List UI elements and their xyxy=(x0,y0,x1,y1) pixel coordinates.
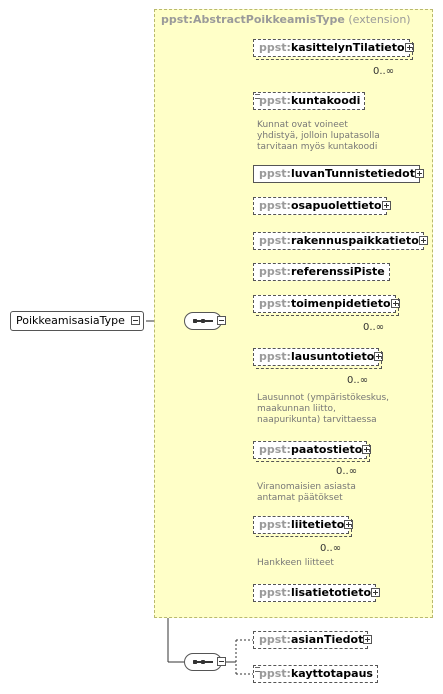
element-luvanTunnistetiedot[interactable]: ppst:luvanTunnistetiedot xyxy=(253,165,424,183)
collapse-icon[interactable] xyxy=(217,316,226,325)
element-kasittelynTilatieto[interactable]: ppst:kasittelynTilatieto xyxy=(253,39,414,60)
expand-icon[interactable] xyxy=(344,520,354,529)
expand-icon[interactable] xyxy=(414,169,424,178)
extension-name: AbstractPoikkeamisType xyxy=(192,13,345,26)
extension-prefix: ppst: xyxy=(161,13,193,26)
annotation-liitetieto: Hankkeen liitteet xyxy=(257,558,334,568)
multiplicity-label: 0..∞ xyxy=(347,375,369,386)
multiplicity-label: 0..∞ xyxy=(363,322,385,333)
root-element[interactable]: PoikkeamisasiaType xyxy=(10,311,144,331)
element-paatostieto[interactable]: ppst:paatostieto xyxy=(253,441,372,462)
element-lisatietotieto[interactable]: ppst:lisatietotieto xyxy=(253,584,381,602)
collapse-icon[interactable] xyxy=(217,657,226,666)
expand-icon[interactable] xyxy=(371,588,381,597)
expand-icon[interactable] xyxy=(363,635,373,644)
element-liitetieto[interactable]: ppst:liitetieto xyxy=(253,516,354,537)
sequence-compositor[interactable] xyxy=(184,312,226,330)
documentation-icon xyxy=(255,94,260,99)
expand-icon[interactable] xyxy=(418,236,428,245)
annotation-paatostieto: Viranomaisien asiasta antamat päätökset xyxy=(257,482,356,503)
extension-title: ppst:AbstractPoikkeamisType (extension) xyxy=(161,13,411,26)
element-rakennuspaikkatieto[interactable]: ppst:rakennuspaikkatieto xyxy=(253,232,428,250)
collapse-icon[interactable] xyxy=(130,316,140,325)
sequence-compositor-2[interactable] xyxy=(184,653,226,671)
documentation-icon xyxy=(255,667,260,672)
expand-icon[interactable] xyxy=(404,43,414,52)
element-kayttotapaus[interactable]: ppst:kayttotapaus xyxy=(253,665,378,683)
expand-icon[interactable] xyxy=(390,299,400,308)
multiplicity-label: 0..∞ xyxy=(336,466,358,477)
extension-suffix: (extension) xyxy=(344,13,411,26)
element-toimenpidetieto[interactable]: ppst:toimenpidetieto xyxy=(253,295,400,316)
multiplicity-label: 0..∞ xyxy=(320,543,342,554)
element-kuntakoodi[interactable]: ppst:kuntakoodi xyxy=(253,92,366,110)
element-lausuntotieto[interactable]: ppst:lausuntotieto xyxy=(253,348,384,369)
multiplicity-label: 0..∞ xyxy=(373,66,395,77)
element-asianTiedot[interactable]: ppst:asianTiedot xyxy=(253,631,373,649)
expand-icon[interactable] xyxy=(381,201,391,210)
element-referenssiPiste[interactable]: ppst:referenssiPiste xyxy=(253,263,390,281)
expand-icon[interactable] xyxy=(362,445,372,454)
element-osapuolettieto[interactable]: ppst:osapuolettieto xyxy=(253,197,391,215)
root-label: PoikkeamisasiaType xyxy=(16,314,125,327)
annotation-lausuntotieto: Lausunnot (ympäristökeskus, maakunnan li… xyxy=(257,393,389,425)
expand-icon[interactable] xyxy=(374,352,384,361)
annotation-kuntakoodi: Kunnat ovat voineet yhdistyä, jolloin lu… xyxy=(257,120,380,152)
